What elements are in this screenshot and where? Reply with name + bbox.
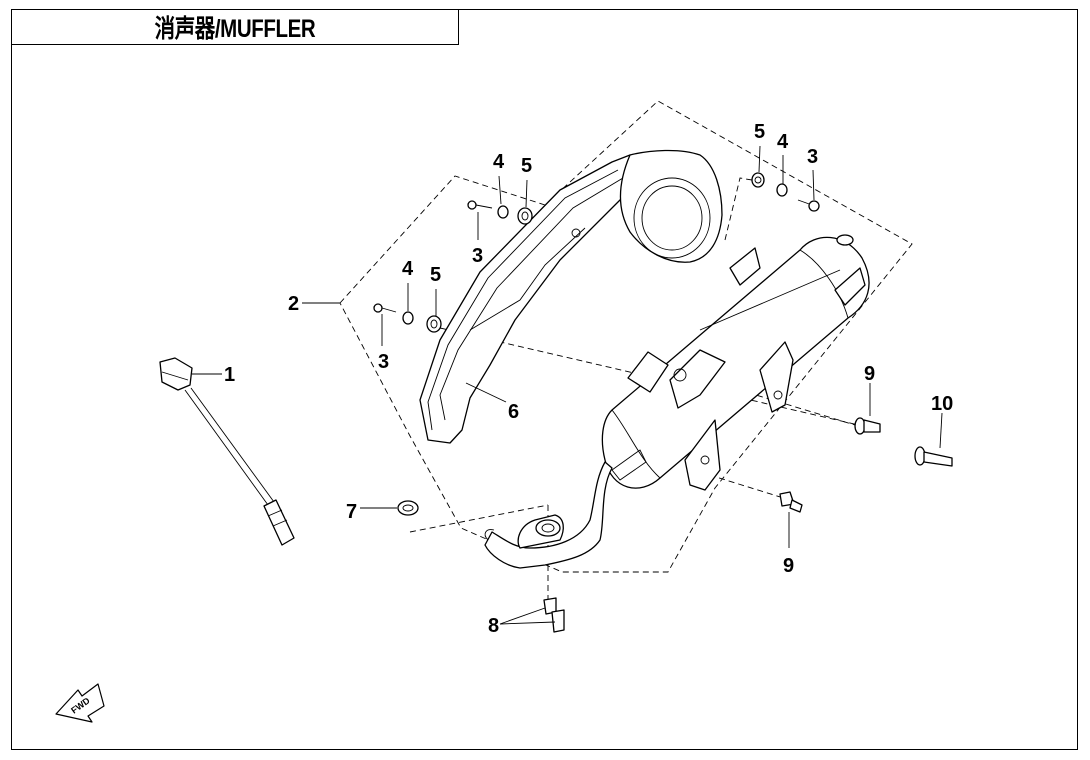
tail-cover (619, 149, 723, 263)
callout-7: 7 (346, 501, 357, 523)
callout-3b: 3 (378, 351, 389, 373)
bolt-10 (914, 446, 953, 467)
callout-numbers: 1 2 3 3 3 4 4 4 5 5 5 6 7 8 9 9 10 (224, 121, 953, 637)
bolt-9a (854, 417, 881, 435)
gasket-7 (397, 500, 419, 516)
oxygen-sensor (159, 357, 295, 546)
callout-9b: 9 (783, 555, 794, 577)
bolt-9b (779, 491, 803, 513)
heat-shield (419, 154, 646, 444)
callout-5a: 5 (521, 155, 532, 177)
callout-3a: 3 (472, 245, 483, 267)
washer-4b (402, 311, 414, 325)
callout-4c: 4 (777, 131, 789, 153)
title-box: 消声器/MUFFLER (11, 9, 459, 45)
washer-4a (497, 205, 509, 219)
bolt-3a (467, 200, 493, 210)
washer-4c (776, 183, 788, 197)
callout-5b: 5 (430, 264, 441, 286)
nuts-8 (543, 597, 565, 633)
nut-5b (426, 315, 442, 333)
drawing-frame (11, 9, 1078, 750)
nut-5a (517, 207, 533, 225)
callout-10: 10 (931, 393, 953, 415)
callout-3c: 3 (807, 146, 818, 168)
bolt-3c (797, 199, 820, 212)
forward-arrow-icon: FWD (55, 683, 105, 723)
assembly-boundary (339, 100, 913, 573)
leader-lines (192, 145, 943, 625)
callout-4b: 4 (402, 258, 414, 280)
muffler-body (601, 234, 870, 491)
callout-8: 8 (488, 615, 499, 637)
callout-5c: 5 (754, 121, 765, 143)
page-title: 消声器/MUFFLER (154, 15, 316, 43)
nut-5c (751, 172, 765, 188)
exhaust-pipe (484, 449, 647, 569)
callout-9a: 9 (864, 363, 875, 385)
callout-1: 1 (224, 364, 235, 386)
callout-6: 6 (508, 401, 519, 423)
bolt-3b (373, 303, 397, 313)
callout-4a: 4 (493, 151, 505, 173)
callout-2: 2 (288, 293, 299, 315)
